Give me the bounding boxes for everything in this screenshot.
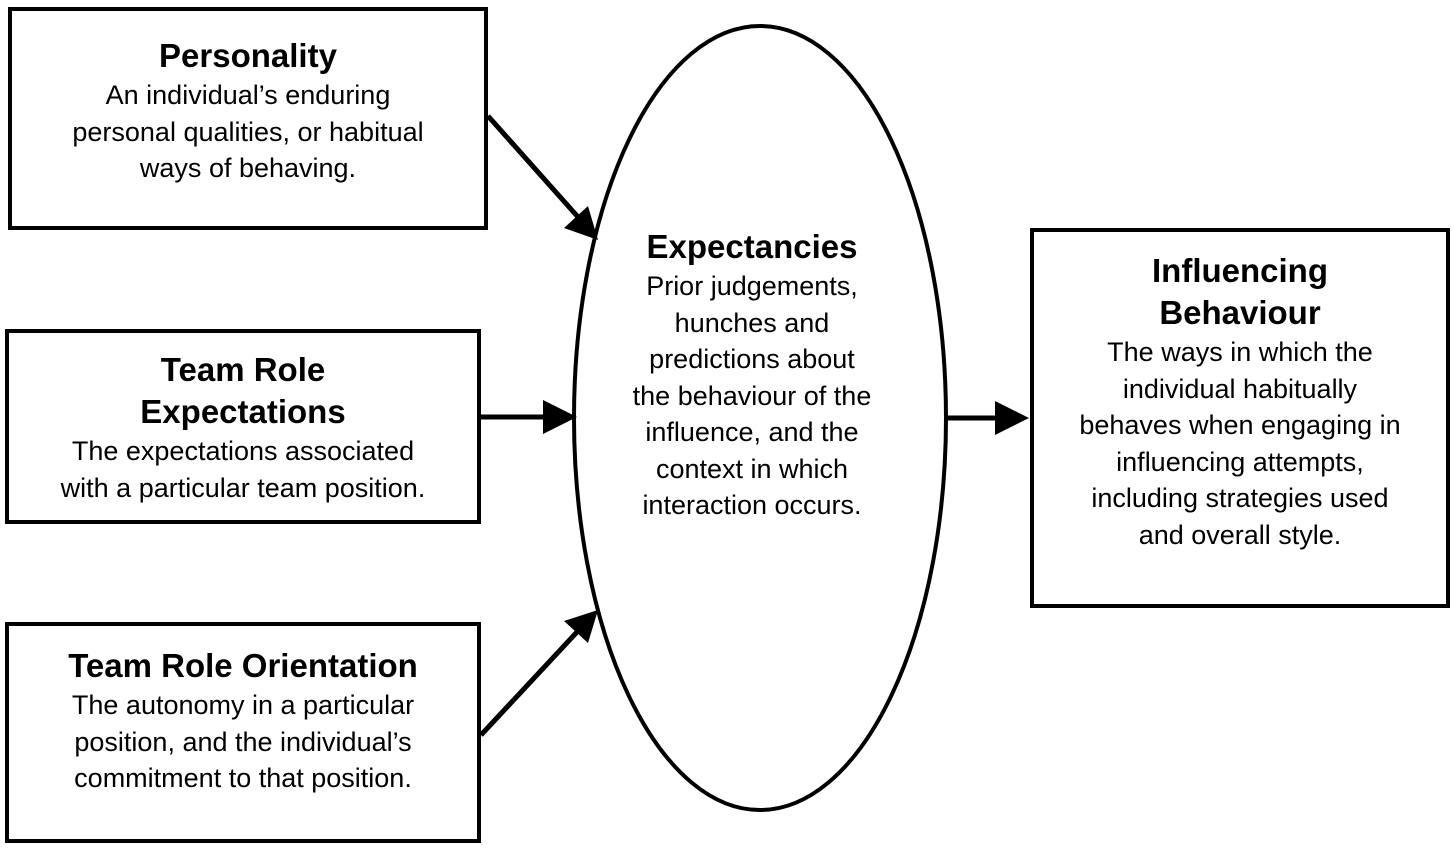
description-line: hunches and bbox=[674, 307, 830, 338]
team-role-orientation-box: Team Role Orientation The autonomy in a … bbox=[5, 622, 481, 843]
description-line: context in which bbox=[655, 453, 849, 484]
arrowhead-icon bbox=[564, 206, 598, 240]
edge-personality-to-expectancies bbox=[486, 114, 598, 240]
description-line: interaction occurs. bbox=[642, 490, 862, 520]
description-line: predictions about bbox=[649, 344, 855, 374]
arrow-shaft bbox=[486, 114, 580, 219]
description-line: including strategies used bbox=[1091, 483, 1389, 513]
edge-team-role-orientation-to-expectancies bbox=[479, 610, 598, 737]
description-line: The ways in which the bbox=[1107, 337, 1373, 367]
description-line: behaves when engaging in bbox=[1079, 410, 1401, 440]
edge-expectancies-to-influencing-behaviour bbox=[946, 401, 1029, 435]
description-line: with a particular team position. bbox=[60, 472, 426, 503]
title-line: Team Role bbox=[160, 351, 326, 388]
description-line: personal qualities, or habitual bbox=[72, 116, 424, 147]
influencing-behaviour-title: Influencing Behaviour bbox=[1152, 250, 1328, 334]
influencing-behaviour-description: The ways in which the individual habitua… bbox=[1079, 334, 1400, 553]
title-line: Expectations bbox=[140, 393, 346, 430]
description-line: An individual’s enduring bbox=[105, 80, 391, 110]
personality-box: Personality An individual’s enduring per… bbox=[8, 7, 488, 230]
expectancies-content: Expectancies Prior judgements, hunches a… bbox=[605, 226, 899, 524]
title-line: Influencing bbox=[1152, 252, 1328, 289]
description-line: ways of behaving. bbox=[139, 153, 357, 183]
team-role-expectations-description: The expectations associated with a parti… bbox=[61, 433, 426, 506]
edge-team-role-expectations-to-expectancies bbox=[481, 400, 577, 434]
personality-description: An individual’s enduring personal qualit… bbox=[72, 77, 423, 187]
arrowhead-icon bbox=[543, 400, 577, 434]
team-role-orientation-description: The autonomy in a particular position, a… bbox=[72, 687, 414, 797]
personality-title: Personality bbox=[159, 37, 337, 74]
description-line: The expectations associated bbox=[71, 436, 415, 466]
description-line: commitment to that position. bbox=[74, 763, 412, 793]
title-line: Behaviour bbox=[1159, 294, 1321, 331]
description-line: The autonomy in a particular bbox=[71, 690, 415, 720]
expectancies-description: Prior judgements, hunches and prediction… bbox=[605, 268, 899, 524]
description-line: position, and the individual’s bbox=[74, 726, 412, 757]
arrowhead-icon bbox=[564, 610, 598, 643]
team-role-expectations-title: Team Role Expectations bbox=[140, 349, 345, 433]
description-line: individual habitually bbox=[1122, 373, 1358, 404]
team-role-orientation-title: Team Role Orientation bbox=[68, 647, 418, 684]
arrowhead-icon bbox=[995, 401, 1029, 435]
description-line: influencing attempts, bbox=[1116, 446, 1364, 477]
description-line: and overall style. bbox=[1138, 519, 1342, 550]
description-line: influence, and the bbox=[645, 417, 859, 447]
influencing-behaviour-box: Influencing Behaviour The ways in which … bbox=[1030, 228, 1450, 608]
team-role-expectations-box: Team Role Expectations The expectations … bbox=[5, 329, 481, 524]
description-line: the behaviour of the bbox=[632, 380, 872, 411]
expectancies-title: Expectancies bbox=[646, 228, 858, 265]
arrow-shaft bbox=[479, 630, 579, 737]
description-line: Prior judgements, bbox=[646, 271, 858, 301]
